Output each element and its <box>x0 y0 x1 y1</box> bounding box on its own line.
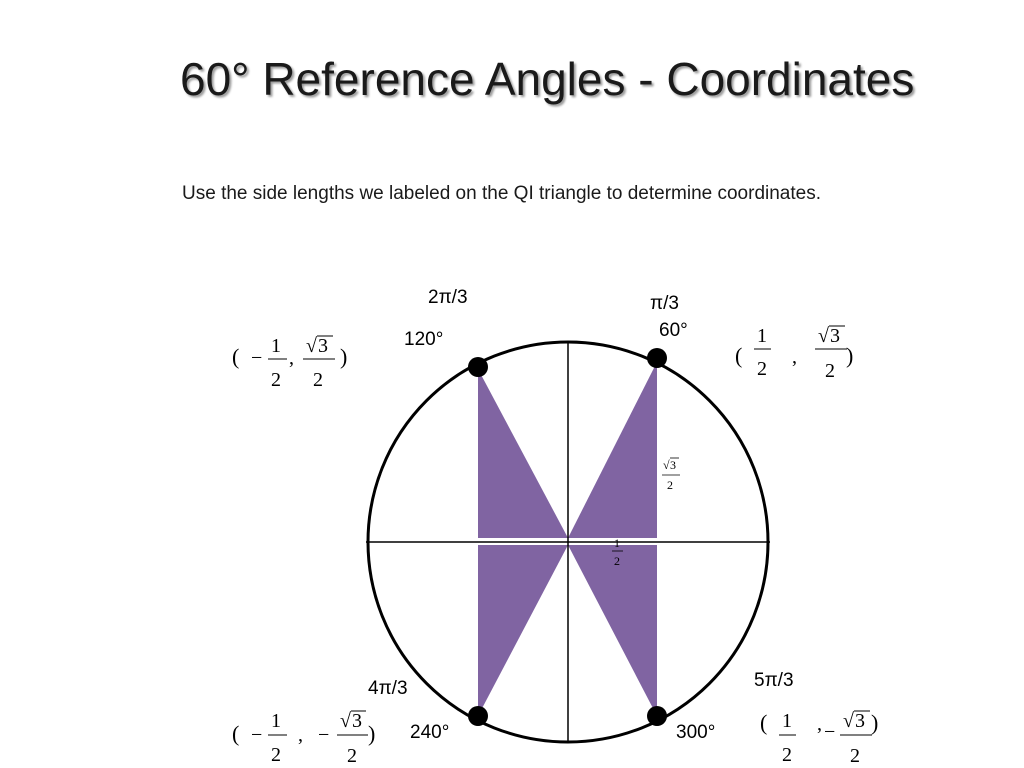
side-label-vertical: √ 3 2 <box>662 457 680 492</box>
slide-title: 60° Reference Angles - Coordinates <box>180 53 915 105</box>
radical-icon: √ <box>818 325 829 347</box>
svg-text:,: , <box>298 724 303 746</box>
coord-q3-y-den: 2 <box>347 745 357 767</box>
coord-q2-x-den: 2 <box>271 369 281 391</box>
svg-text:): ) <box>871 710 878 735</box>
svg-text:,: , <box>817 713 822 735</box>
svg-text:(: ( <box>232 344 239 369</box>
label-300-degrees: 300° <box>676 722 715 743</box>
svg-text:): ) <box>846 343 853 368</box>
coord-q4-x-num: 1 <box>782 710 792 732</box>
point-300 <box>647 706 667 726</box>
coord-q4-y-den: 2 <box>850 745 860 767</box>
svg-text:,: , <box>289 347 294 369</box>
svg-text:(: ( <box>735 343 742 368</box>
radical-icon: √ <box>663 458 670 472</box>
coord-q1-y-den: 2 <box>825 360 835 382</box>
radical-icon: √ <box>306 335 317 357</box>
coord-q1-x-num: 1 <box>757 325 767 347</box>
svg-text:,: , <box>792 346 797 368</box>
svg-text:(: ( <box>232 721 239 746</box>
slide-subtitle: Use the side lengths we labeled on the Q… <box>182 183 821 204</box>
coord-q2-y-den: 2 <box>313 369 323 391</box>
svg-text:): ) <box>368 721 375 746</box>
side-vertical-num: 3 <box>670 458 676 472</box>
coordinate-q2: ( − 1 2 , √ 3 2 ) <box>232 335 347 391</box>
coord-q4-y-sign: − <box>824 721 835 743</box>
label-4pi-over-3: 4π/3 <box>368 678 408 699</box>
side-label-horizontal: 1 2 <box>612 536 623 568</box>
coord-q1-x-den: 2 <box>757 358 767 380</box>
unit-circle <box>366 340 770 744</box>
svg-text:(: ( <box>760 710 767 735</box>
triangle-q2 <box>478 369 568 538</box>
side-vertical-den: 2 <box>667 478 673 492</box>
coord-q3-x-sign: − <box>251 724 262 746</box>
coordinate-q4: ( 1 2 , − √ 3 2 ) <box>760 710 878 767</box>
radical-icon: √ <box>340 710 351 732</box>
label-pi-over-3: π/3 <box>650 293 679 314</box>
label-60-degrees: 60° <box>659 320 688 341</box>
coord-q3-x-num: 1 <box>271 710 281 732</box>
label-120-degrees: 120° <box>404 329 443 350</box>
coord-q1-y-num: 3 <box>830 325 840 347</box>
point-120 <box>468 357 488 377</box>
coord-q2-x-num: 1 <box>271 335 281 357</box>
coord-q4-x-den: 2 <box>782 744 792 766</box>
coord-q2-x-sign: − <box>251 347 262 369</box>
label-2pi-over-3: 2π/3 <box>428 287 468 308</box>
label-5pi-over-3: 5π/3 <box>754 670 794 691</box>
coordinate-q1: ( 1 2 , √ 3 2 ) <box>735 325 853 382</box>
label-240-degrees: 240° <box>410 722 449 743</box>
reference-triangles <box>478 362 657 716</box>
point-240 <box>468 706 488 726</box>
coordinate-q3: ( − 1 2 , − √ 3 2 ) <box>232 710 375 767</box>
side-horizontal-num: 1 <box>614 536 620 550</box>
coord-q3-x-den: 2 <box>271 744 281 766</box>
side-horizontal-den: 2 <box>614 554 620 568</box>
triangle-q4 <box>568 545 657 716</box>
point-60 <box>647 348 667 368</box>
coord-q3-y-sign: − <box>318 724 329 746</box>
coord-q2-y-num: 3 <box>318 335 328 357</box>
radical-icon: √ <box>843 710 854 732</box>
triangle-q1 <box>568 362 657 538</box>
coord-q4-y-num: 3 <box>855 710 865 732</box>
triangle-q3 <box>478 545 568 716</box>
svg-text:): ) <box>340 344 347 369</box>
coord-q3-y-num: 3 <box>352 710 362 732</box>
